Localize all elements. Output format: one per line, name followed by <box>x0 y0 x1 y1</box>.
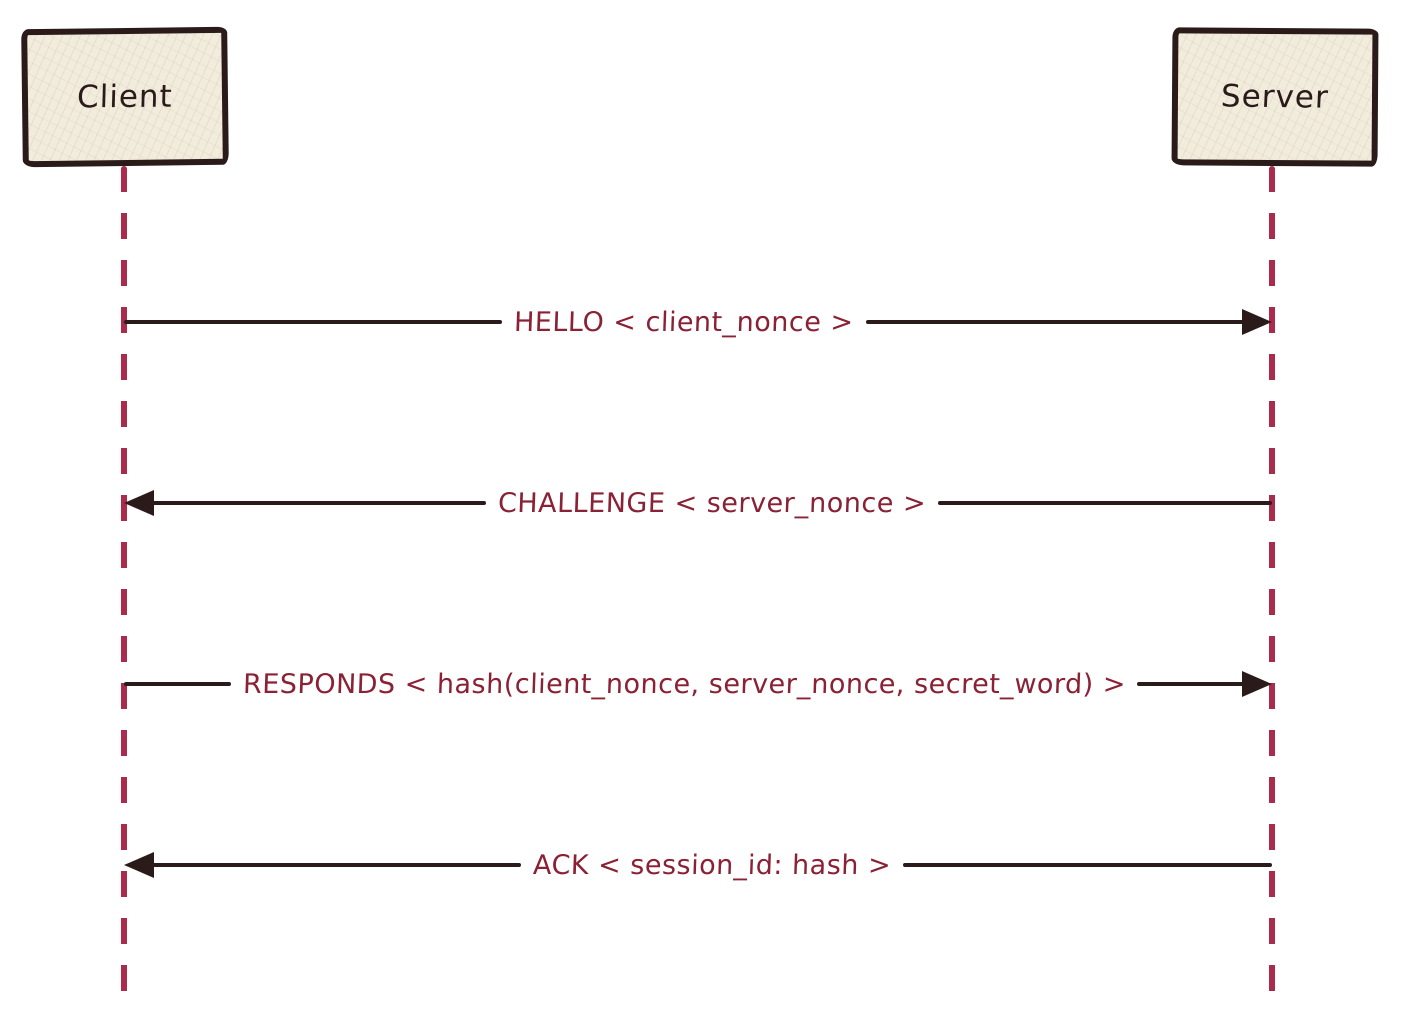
message-line <box>152 501 486 505</box>
message-label: RESPONDS < hash(client_nonce, server_non… <box>241 668 1127 700</box>
message-responds: RESPONDS < hash(client_nonce, server_non… <box>124 662 1272 706</box>
arrowhead-right-icon <box>1242 671 1272 697</box>
message-line <box>1137 682 1244 686</box>
message-label: HELLO < client_nonce > <box>513 306 855 338</box>
message-line <box>124 682 231 686</box>
message-challenge: CHALLENGE < server_nonce > <box>124 481 1272 525</box>
message-hello: HELLO < client_nonce > <box>124 300 1272 344</box>
message-line <box>865 320 1244 324</box>
actor-label-server: Server <box>1220 78 1330 116</box>
message-line <box>938 501 1272 505</box>
arrowhead-left-icon <box>124 490 154 516</box>
message-label: CHALLENGE < server_nonce > <box>497 487 927 519</box>
message-line <box>903 863 1272 867</box>
message-ack: ACK < session_id: hash > <box>124 843 1272 887</box>
actor-label-client: Client <box>76 78 174 116</box>
message-line <box>124 320 503 324</box>
lifeline-server <box>1269 166 1275 1006</box>
lifeline-client <box>121 166 127 1006</box>
actor-box-client: Client <box>21 26 229 168</box>
arrowhead-right-icon <box>1242 309 1272 335</box>
actor-box-server: Server <box>1171 27 1379 167</box>
arrowhead-left-icon <box>124 852 154 878</box>
message-line <box>152 863 521 867</box>
message-label: ACK < session_id: hash > <box>532 849 892 881</box>
